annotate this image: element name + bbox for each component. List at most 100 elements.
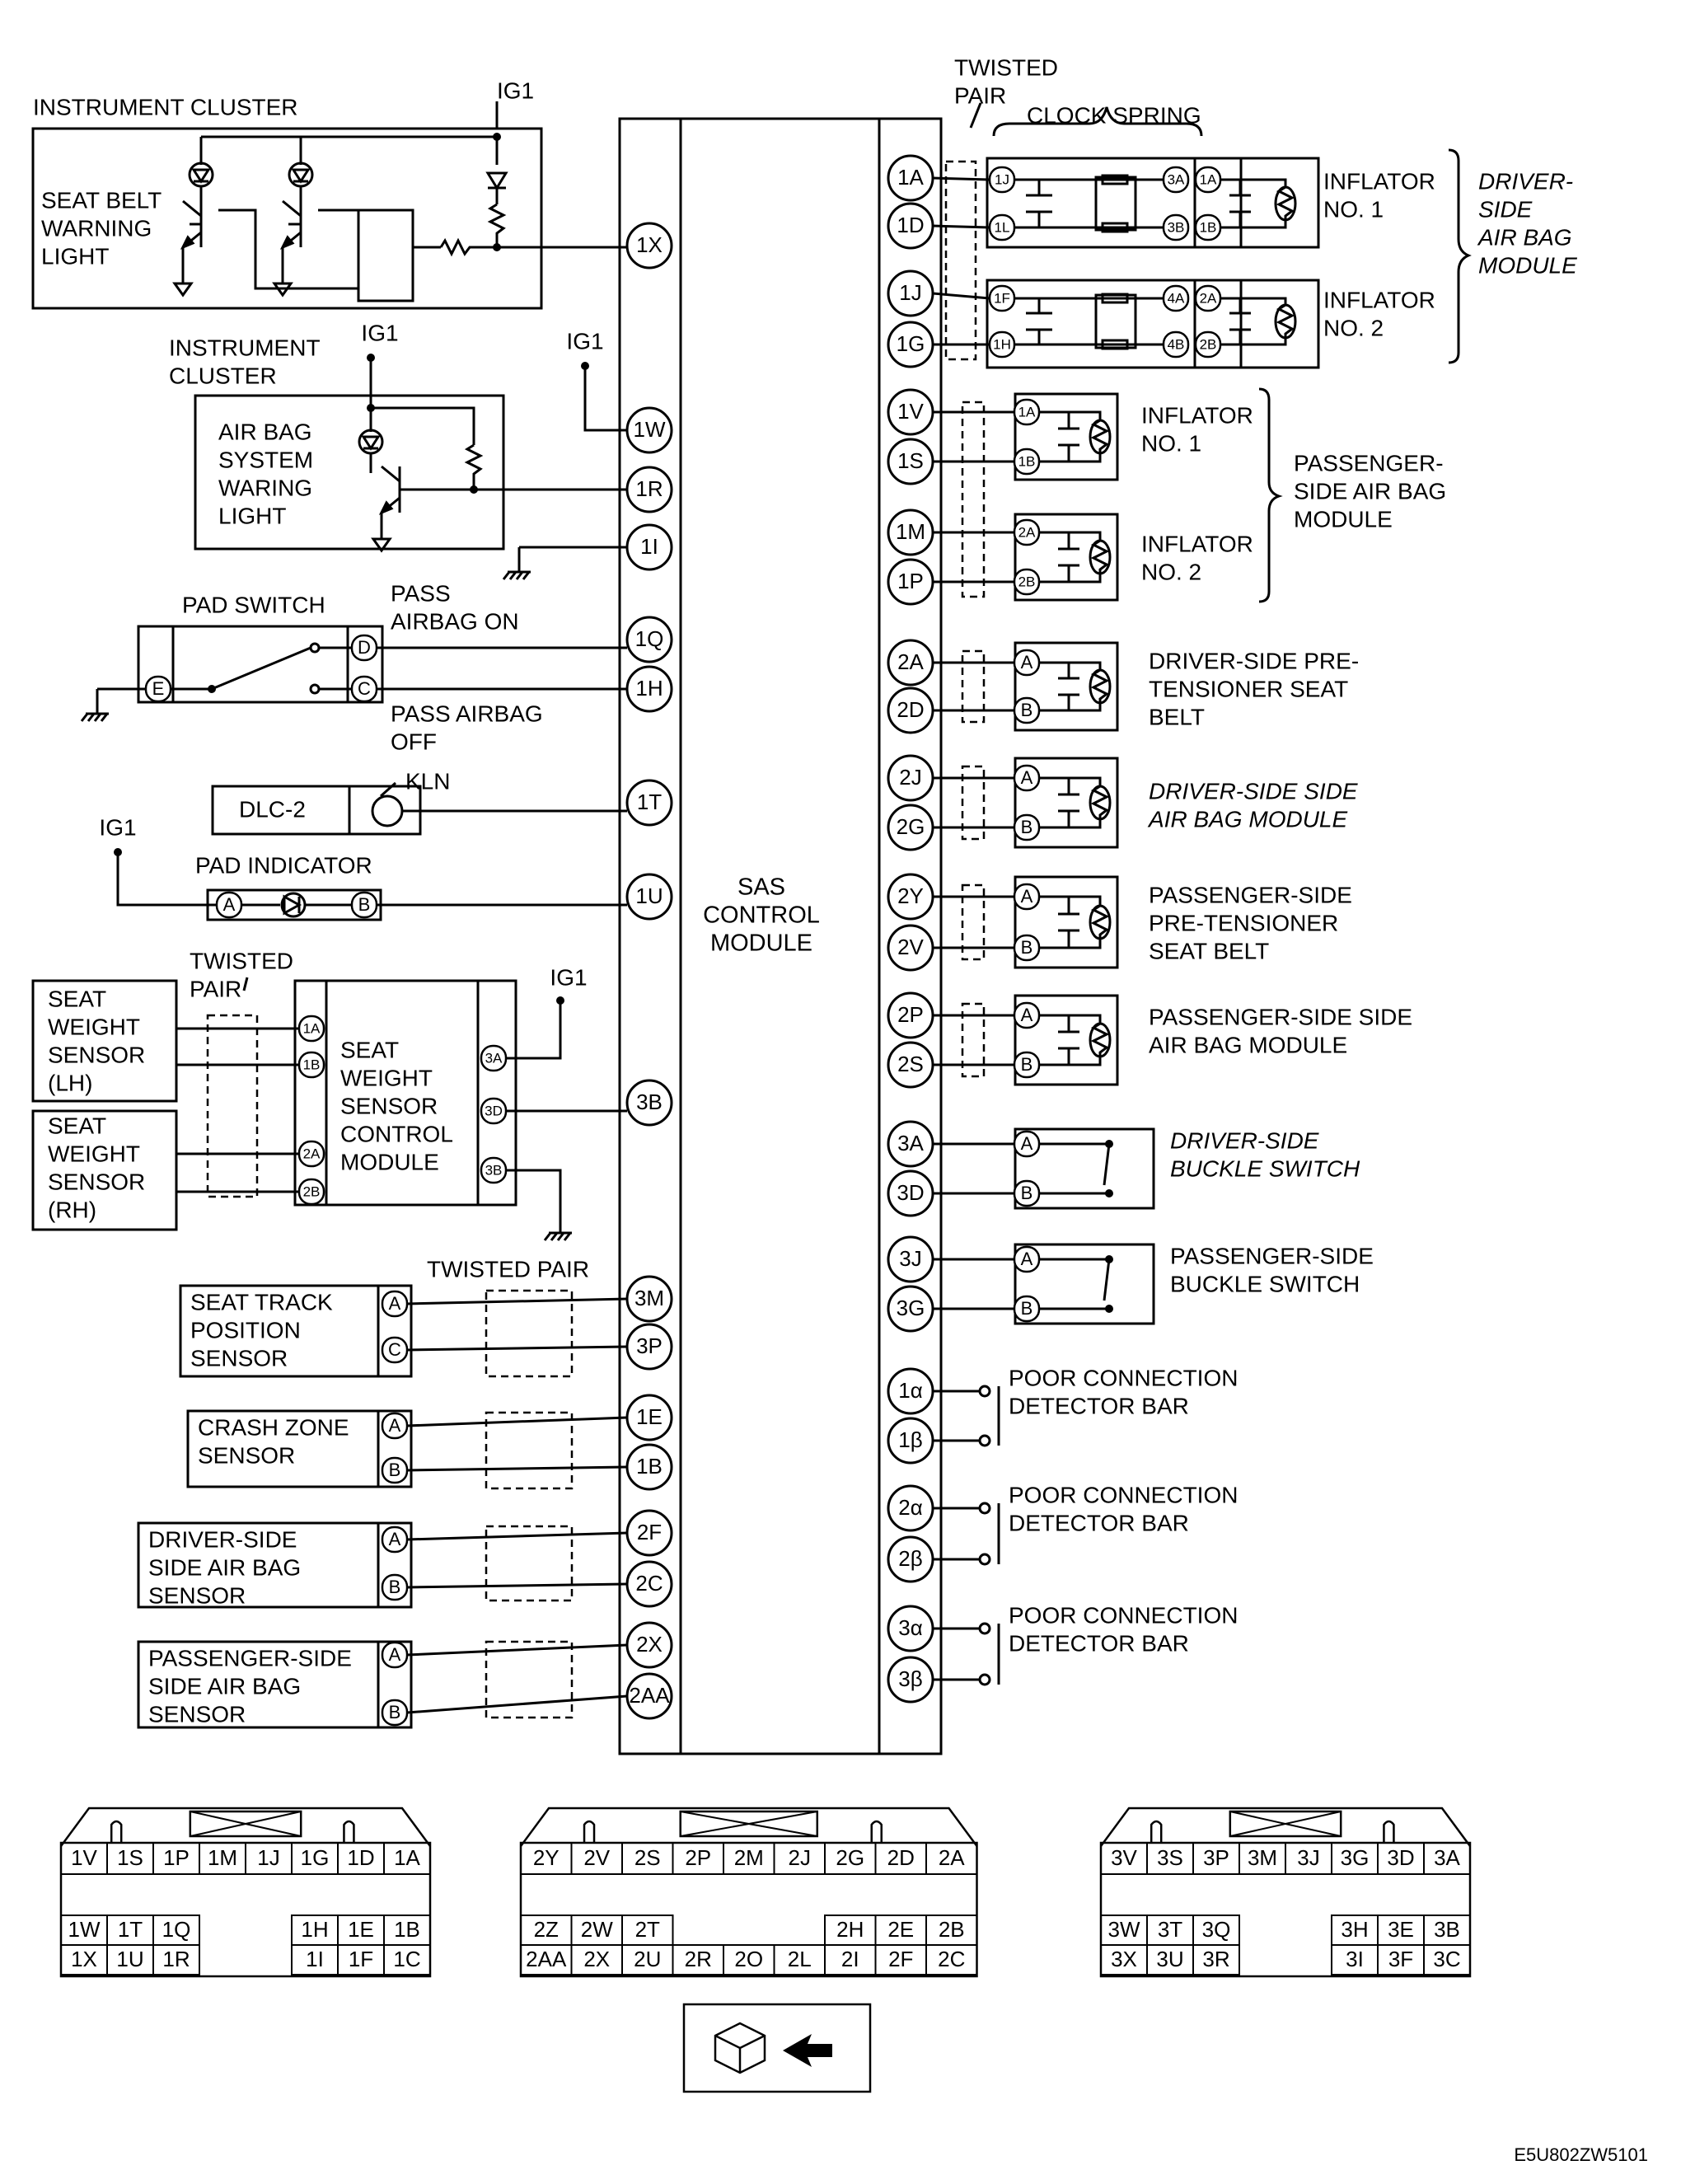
connector-cell xyxy=(925,1842,978,1875)
led-icon xyxy=(291,168,311,184)
inflator-2-label: INFLATOR xyxy=(1141,531,1253,556)
device-label-3: PASSENGER-SIDE xyxy=(1149,882,1352,907)
device-pin-label: A xyxy=(1021,886,1033,907)
terminal-1w-label: 1W xyxy=(634,417,666,442)
clock-spring-out-pin xyxy=(1162,330,1190,359)
dlc-terminal-icon xyxy=(371,794,404,827)
ig1-label: IG1 xyxy=(566,328,603,354)
clock-spring-label: CLOCK SPRING xyxy=(1027,102,1201,128)
terminal-r17 xyxy=(887,1120,934,1168)
seat-belt-light-label: WARNING xyxy=(41,215,152,241)
device-pin-label: A xyxy=(1021,767,1033,788)
connector-pin-label: 1R xyxy=(162,1947,190,1971)
junction-dot xyxy=(367,354,375,362)
terminal-r21 xyxy=(887,1367,934,1415)
connector-cell xyxy=(152,1944,200,1975)
device-pin xyxy=(1013,764,1041,792)
clock-spring-upper-box xyxy=(986,157,1243,249)
device-label-2: DRIVER-SIDE SIDE xyxy=(1149,778,1358,804)
wire xyxy=(406,1465,628,1472)
transistor-arrow xyxy=(279,235,295,250)
wire xyxy=(1069,1014,1102,1024)
wire xyxy=(406,1582,628,1589)
signal-ground-icon xyxy=(272,282,293,298)
transistor-arrow xyxy=(378,500,394,515)
terminal-1x xyxy=(625,222,673,269)
connector-pin-label: 1B xyxy=(394,1917,420,1942)
sensor-pin-label: B xyxy=(389,1702,401,1722)
connector-pin-label: 1H xyxy=(301,1917,328,1942)
resistor-icon xyxy=(464,443,484,478)
connector-latch-icon xyxy=(870,1820,883,1843)
air-bag-warning-light-label: LIGHT xyxy=(218,503,286,528)
ig1-label: IG1 xyxy=(550,964,587,990)
terminal-r3-label: 1J xyxy=(899,280,921,305)
pad-switch-pin-label: C xyxy=(358,678,371,699)
device-label-1: DRIVER-SIDE PRE- xyxy=(1149,648,1359,673)
sensor-box-1 xyxy=(179,1284,413,1378)
connector-pin-label: 3H xyxy=(1341,1917,1368,1942)
ig1-label: IG1 xyxy=(99,814,136,840)
sensor-label-1: SENSOR xyxy=(190,1345,288,1371)
wire xyxy=(406,1345,628,1352)
wire xyxy=(1039,445,1070,463)
pass-airbag-on-label: AIRBAG ON xyxy=(391,608,519,634)
connector-pin-label: 2I xyxy=(841,1947,859,1971)
junction-dot xyxy=(367,404,375,412)
passenger-module-brace xyxy=(1258,387,1283,603)
pad-switch-pin xyxy=(350,634,378,662)
passenger-airbag-module-label: MODULE xyxy=(1294,506,1393,532)
sensor-pin-label: A xyxy=(389,1415,401,1436)
terminal-r12 xyxy=(887,804,934,851)
inflator-pin xyxy=(1194,330,1222,359)
terminal-3p-label: 3P xyxy=(636,1333,663,1358)
buckle-switch-contact-icon xyxy=(1103,1258,1111,1301)
clock-spring-contact-icon xyxy=(1101,293,1129,304)
device-label-4: PASSENGER-SIDE SIDE xyxy=(1149,1004,1412,1029)
terminal-r10-label: 2D xyxy=(897,697,924,722)
connector-pin-label: 3F xyxy=(1388,1947,1413,1971)
pad-indicator-pin-label: A xyxy=(223,894,236,915)
junction-dot xyxy=(581,362,589,370)
terminal-1b xyxy=(625,1443,673,1491)
twisted-pair-shield xyxy=(485,1640,574,1719)
inflator-pin xyxy=(1194,213,1222,241)
pad-switch-pin-label: D xyxy=(358,637,371,658)
sensor-pin xyxy=(381,1336,409,1364)
connector-pin-label: 1C xyxy=(393,1947,420,1971)
terminal-r14-label: 2V xyxy=(897,935,924,959)
buckle-pin-label: A xyxy=(1021,1249,1033,1269)
ground-icon xyxy=(556,1232,565,1241)
terminal-1x-label: 1X xyxy=(636,232,663,257)
sensor-pin xyxy=(381,1456,409,1484)
led-icon xyxy=(280,892,307,918)
connector-cell xyxy=(383,1842,431,1875)
clock-spring-out-pin xyxy=(1162,213,1190,241)
junction-dot xyxy=(493,133,501,141)
air-bag-warning-light-label: WARING xyxy=(218,475,312,500)
terminal-r26 xyxy=(887,1656,934,1704)
terminal-r17-label: 3A xyxy=(897,1131,924,1155)
sensor-box-3 xyxy=(137,1521,413,1609)
passenger-inflator-box xyxy=(1014,392,1119,481)
seat-weight-sensor-lh-label: SEAT xyxy=(48,986,106,1011)
sensor-label-4: SIDE AIR BAG xyxy=(148,1673,301,1699)
seat-weight-sensor-rh-label: (RH) xyxy=(48,1197,96,1222)
connector-pin-label: 3U xyxy=(1156,1947,1183,1971)
driver-airbag-module-label: MODULE xyxy=(1478,252,1577,278)
connector-lock-icon xyxy=(1229,1810,1342,1838)
twisted-pair-leader xyxy=(969,102,982,129)
wire xyxy=(1039,565,1070,583)
connector-latch-icon xyxy=(343,1820,355,1843)
wire xyxy=(1014,330,1041,346)
twisted-pair-leader xyxy=(242,977,249,991)
connector-pin-label: 3C xyxy=(1433,1947,1460,1971)
terminal-r5 xyxy=(887,388,934,436)
wire xyxy=(1069,453,1102,463)
twisted-pair-label: TWISTED xyxy=(190,948,293,973)
connector-pin-label: 3J xyxy=(1297,1845,1319,1870)
detector-bar-terminal-icon xyxy=(978,1434,991,1447)
terminal-1t xyxy=(625,779,673,827)
device-pin xyxy=(1013,1051,1041,1079)
connector-housing xyxy=(59,1807,432,1847)
